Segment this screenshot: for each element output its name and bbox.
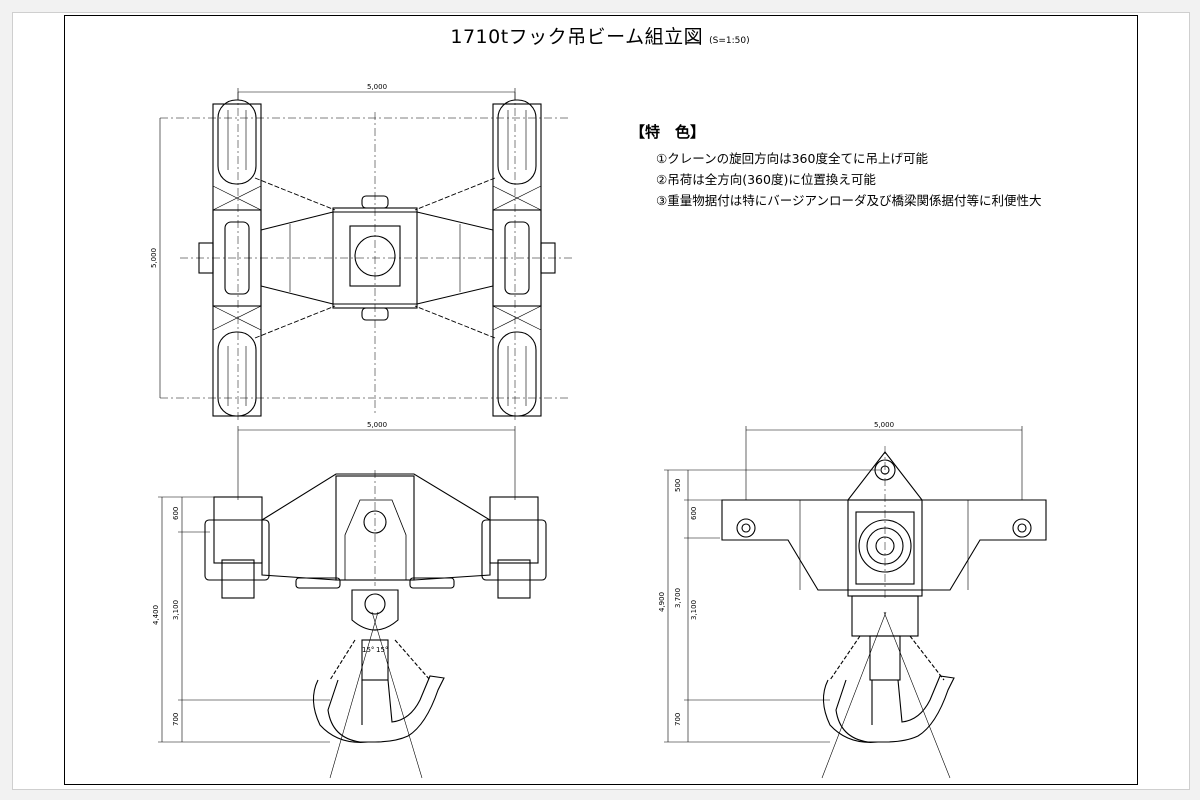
feature-item-2: ②吊荷は全方向(360度)に位置換え可能 [656,172,876,187]
side-700-dim: 700 [674,713,682,726]
scale-note: (S=1:50) [709,36,750,46]
front-angle-b: 15° [376,646,388,654]
front-hook [312,589,445,779]
front-total-dim: 4,400 [152,605,160,625]
side-width-dim: 5,000 [874,421,894,429]
feature-item-3: ③重量物据付は特にバージアンローダ及び橋梁関係据付等に利便性大 [656,193,1042,208]
side-3100-dim: 3,100 [690,600,698,620]
side-total-dim: 4,900 [658,592,666,612]
side-3700-dim: 3,700 [674,588,682,608]
plan-center-beam [260,195,494,321]
front-700-dim: 700 [172,713,180,726]
plan-chains [254,177,496,339]
drawing-sheet [12,12,1190,790]
front-600-dim: 600 [172,507,180,520]
front-angle-a: 15° [362,646,374,654]
drawing-title: 1710tフック吊ビーム組立図 (S=1:50) [0,22,1200,49]
side-hook [821,611,955,779]
front-width-dim: 5,000 [367,421,387,429]
drawing-frame [64,15,1138,785]
plan-height-dim: 5,000 [150,248,158,268]
front-3100-dim: 3,100 [172,600,180,620]
plan-view: 5,000 5,000 [150,83,575,420]
side-view: 5,000 500 4,900 3,700 600 3,100 700 [658,421,1047,779]
title-text: 1710tフック吊ビーム組立図 [450,26,704,48]
side-500-dim: 500 [674,479,682,492]
features-panel: 【特 色】 ①クレーンの旋回方向は360度全てに吊上げ可能 ②吊荷は全方向(36… [630,121,1150,211]
front-view: 5,000 4,400 600 3,100 700 [152,421,547,779]
plan-width-dim: 5,000 [367,83,387,91]
features-heading: 【特 色】 [630,123,706,141]
side-600-dim: 600 [690,507,698,520]
feature-item-1: ①クレーンの旋回方向は360度全てに吊上げ可能 [656,151,928,166]
